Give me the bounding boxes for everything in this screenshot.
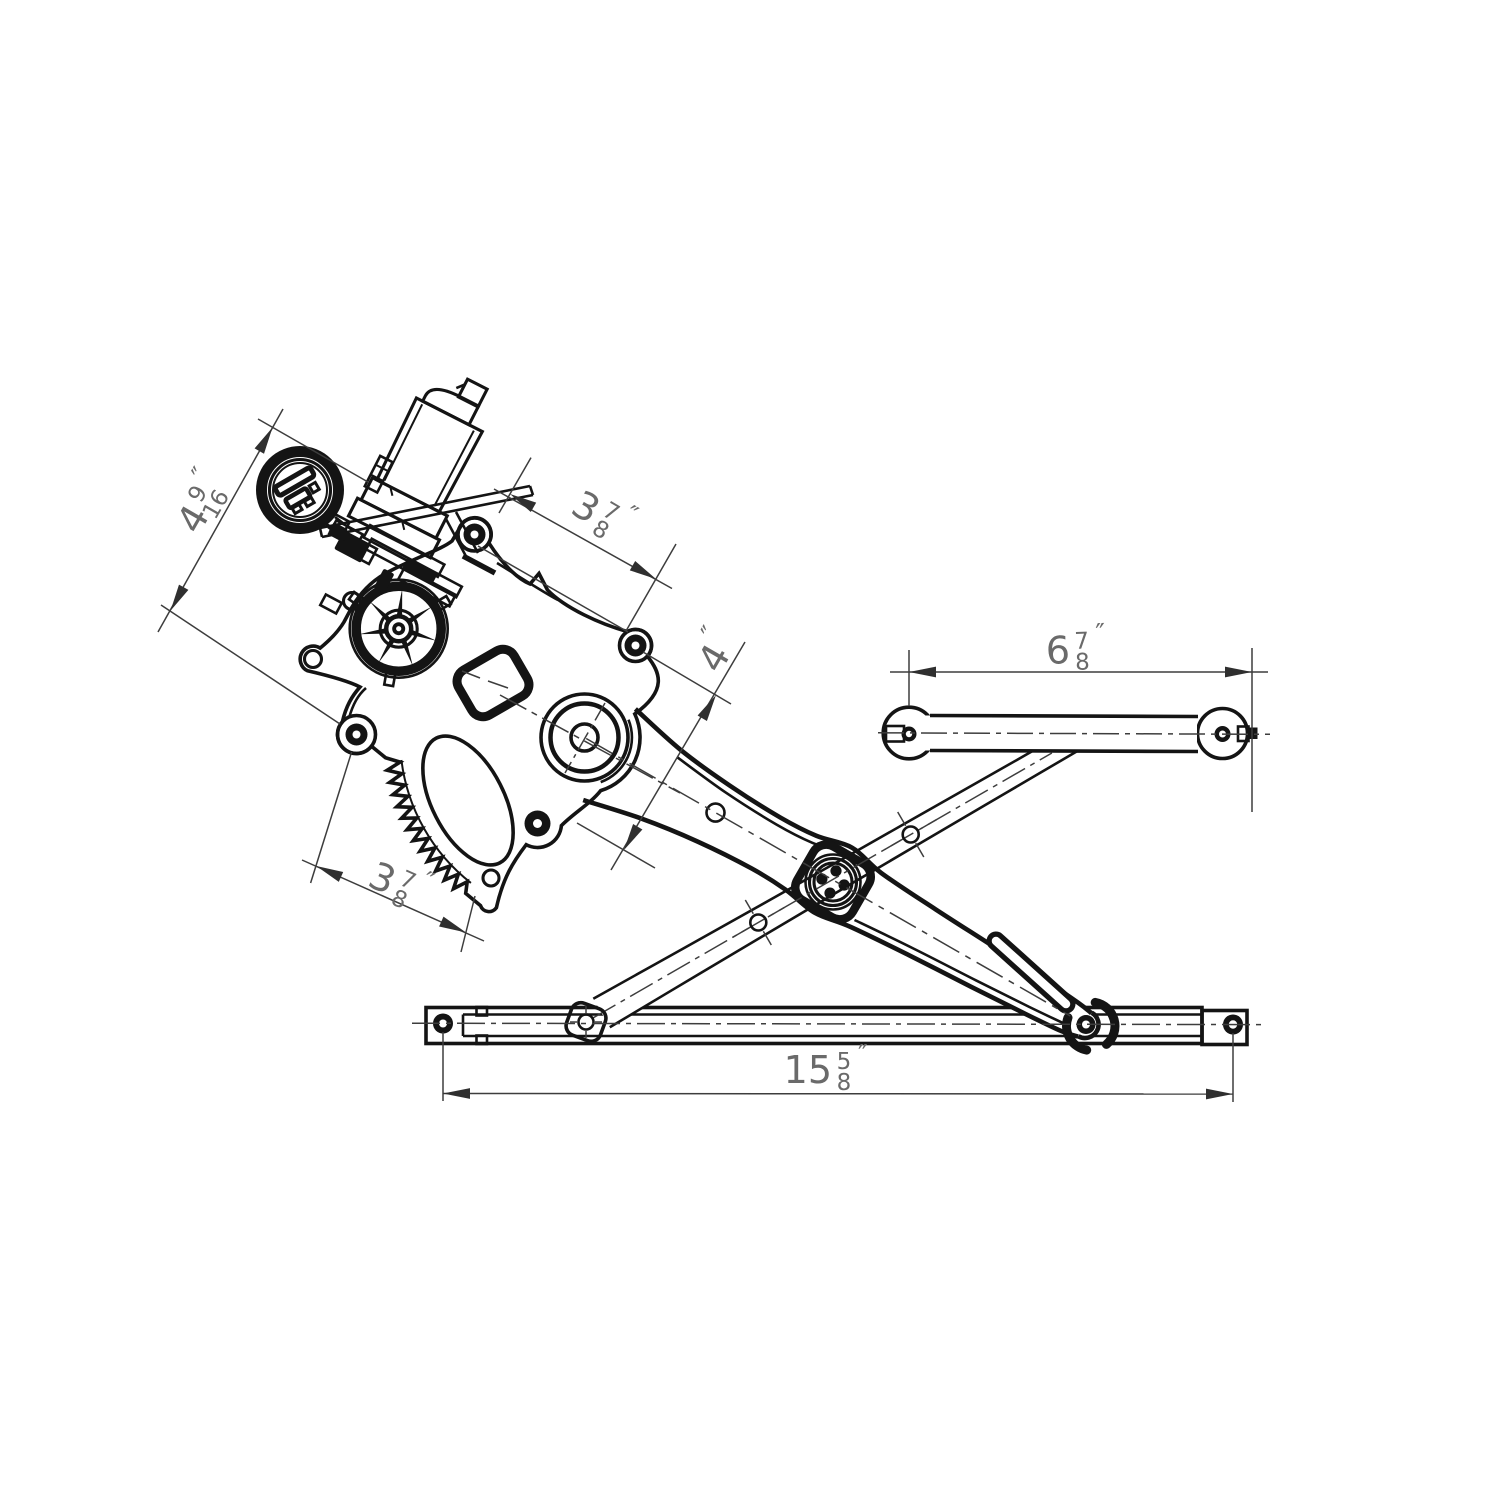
lower-rail [424,1005,1249,1047]
dim-unit-mark: ″ [858,1040,868,1070]
dim-whole-number: 15 [784,1048,832,1092]
dim-upper-plate: 378″ [493,457,677,632]
dim-whole-number: 6 [1045,628,1071,673]
dim-unit-mark: ″ [1095,619,1106,649]
dim-fraction-denominator: 8 [387,885,411,915]
mounting-plate [298,515,681,914]
dim-fraction-denominator: 8 [1075,649,1091,675]
cross-arm-tube [593,860,853,1028]
lift-arm-centerline [585,737,1071,1017]
dim-label-3-7-8-lower: 378″ [362,853,438,915]
dim-label-3-7-8-upper: 378″ [565,482,643,545]
electrical-connector [256,446,353,542]
lower-rail-details [411,1013,1264,1035]
dim-label-4: 4″ [689,621,739,680]
dim-fraction-numerator: 5 [837,1049,852,1075]
dim-fraction-numerator: 7 [1074,628,1090,654]
drive-gear-drum [347,578,453,688]
dim-fraction-denominator: 8 [837,1070,852,1096]
dim-whole-number: 4 [689,637,739,680]
dim-unit-mark: ″ [417,866,438,897]
upper-guide-channel [877,705,1271,761]
motor [318,377,535,616]
